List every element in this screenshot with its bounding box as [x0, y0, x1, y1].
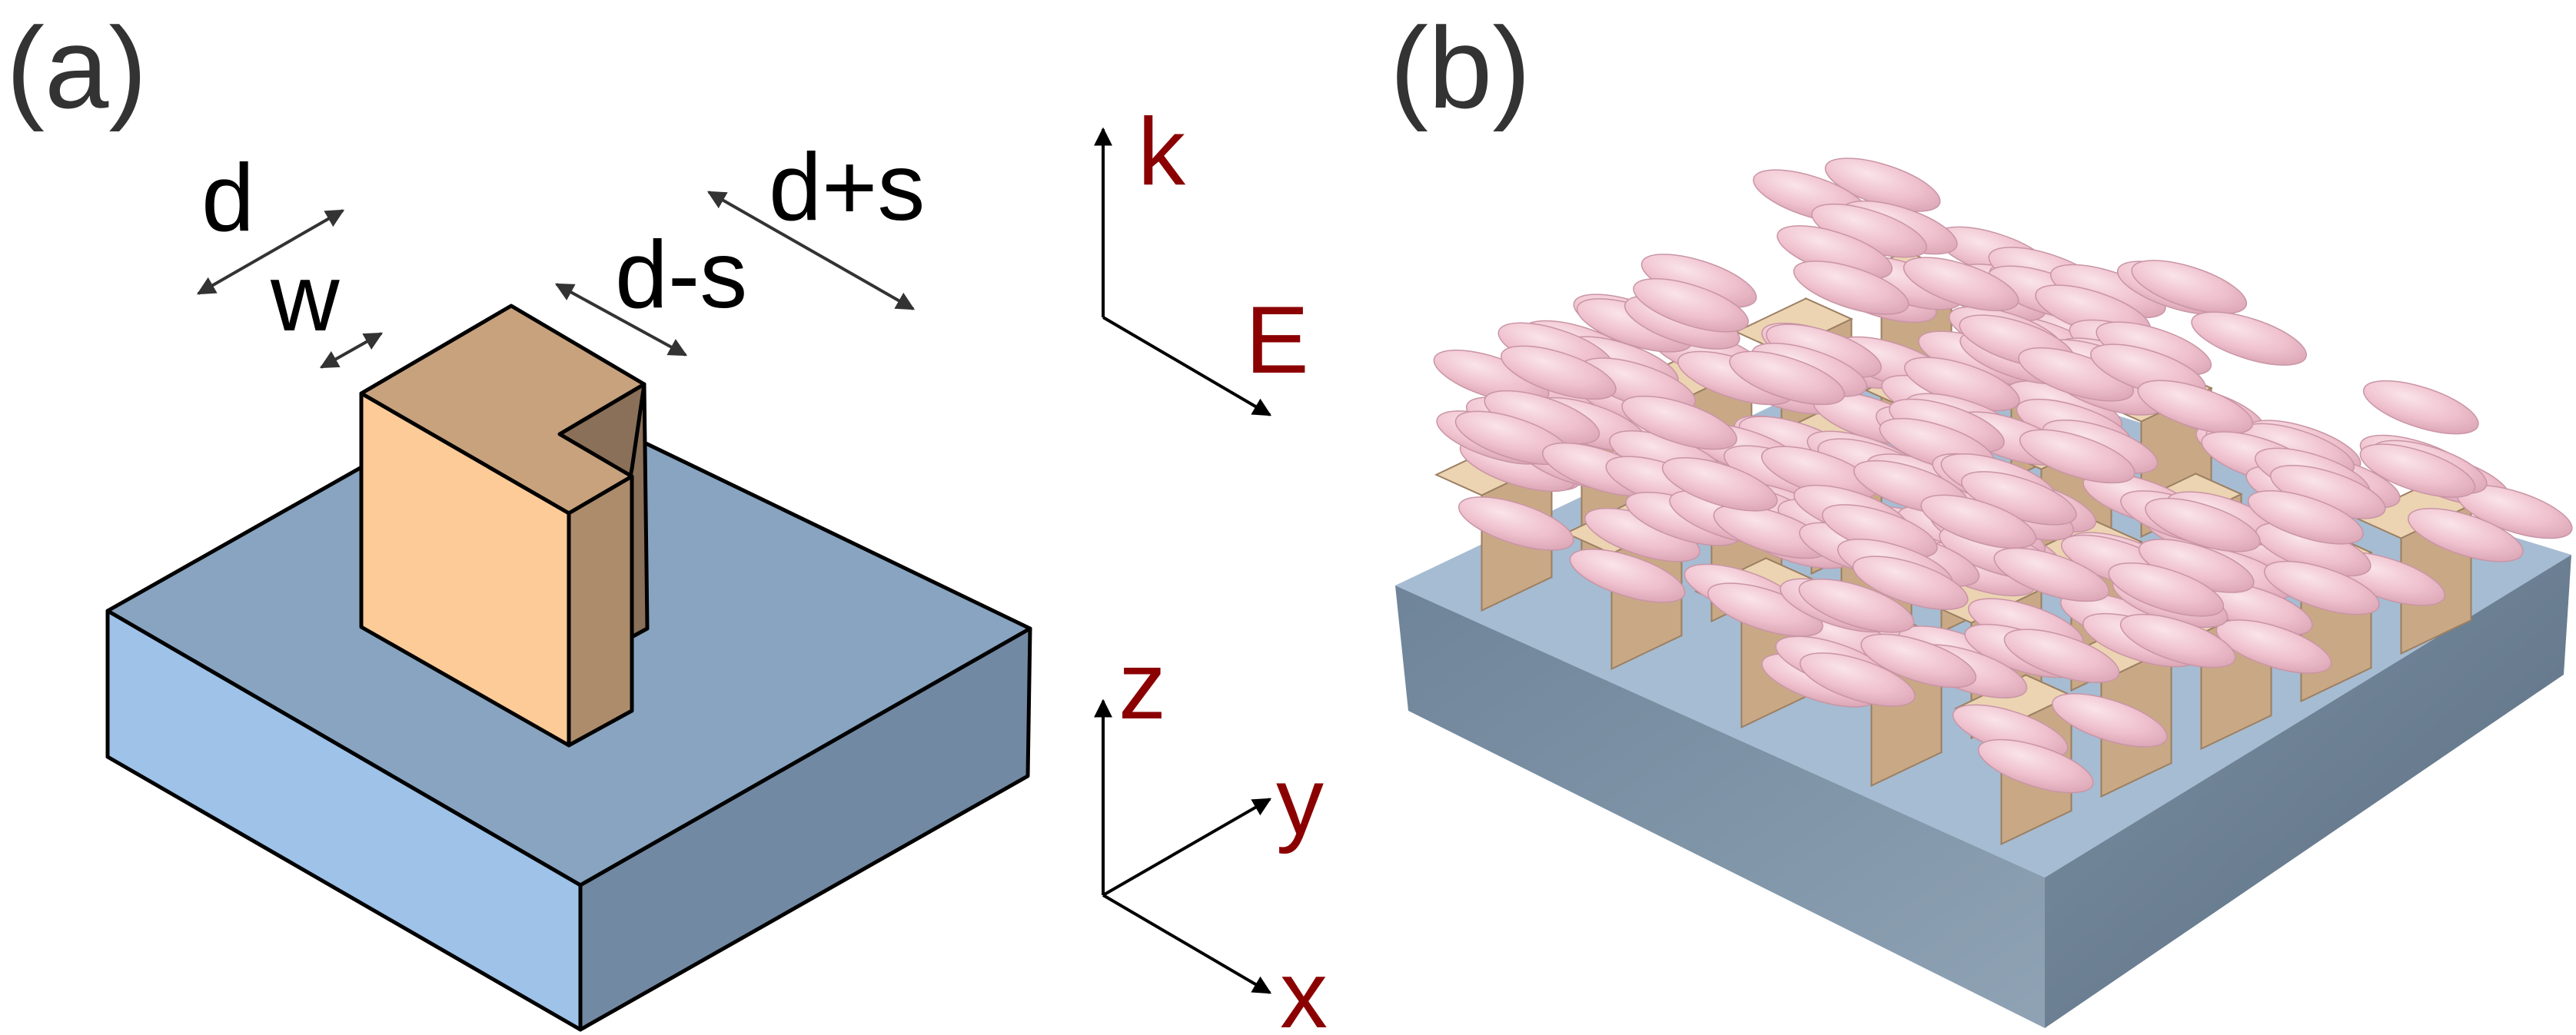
panel-a-label: (a): [6, 3, 147, 132]
liquid-crystal-molecule: [2215, 619, 2332, 674]
liquid-crystal-molecule: [1860, 633, 1977, 688]
liquid-crystal-molecule: [1569, 549, 1686, 603]
liquid-crystal-molecule: [1920, 494, 2037, 549]
substrate-b-left: [1395, 586, 2045, 1028]
substrate-b-right: [2045, 555, 2571, 1028]
d-plus-s-arrow: [706, 191, 916, 310]
liquid-crystal-molecule: [2263, 560, 2380, 615]
liquid-crystal-molecule: [1633, 278, 1749, 333]
liquid-crystal-molecule: [2052, 693, 2168, 748]
liquid-crystal-molecule: [2362, 380, 2479, 435]
liquid-crystal-molecule: [1977, 738, 2094, 794]
liquid-crystal-molecule: [1621, 395, 1737, 450]
w-arrow: [319, 332, 384, 369]
liquid-crystal-molecule: [1903, 257, 2019, 311]
panel-b-label: (b): [1390, 3, 1531, 132]
liquid-crystal-molecule: [2003, 629, 2120, 683]
d-minus-s-label: d-s: [615, 222, 747, 328]
e-label: E: [1245, 287, 1309, 393]
substrate-right-face: [578, 626, 1032, 1032]
liquid-crystal-molecule: [2018, 347, 2134, 402]
panel-b: (b): [1390, 3, 2573, 1028]
liquid-crystal-molecule: [1852, 556, 1969, 610]
d-plus-s-label: d+s: [769, 134, 925, 241]
z-label: z: [1118, 633, 1166, 739]
liquid-crystal-molecule: [1433, 350, 1550, 404]
y-label: y: [1276, 748, 1324, 854]
liquid-crystal-molecule: [1993, 547, 2110, 602]
liquid-crystal-molecule: [1661, 457, 1778, 512]
liquid-crystal-molecule: [1799, 652, 1916, 707]
liquid-crystal-molecule: [1707, 582, 1823, 637]
liquid-crystal-molecule: [2019, 429, 2136, 484]
dimension-arrows: [196, 191, 916, 369]
liquid-crystal-molecule: [1798, 579, 1915, 633]
liquid-crystal-molecule: [1458, 496, 1574, 551]
panel-a: (a) d w d-s d+s k: [6, 3, 1328, 1035]
liquid-crystal-layer: [1433, 158, 2573, 794]
liquid-crystal-molecule: [1501, 345, 1617, 400]
d-arrow: [196, 209, 345, 295]
liquid-crystal-molecule: [2145, 497, 2261, 552]
d-minus-s-arrow: [554, 283, 688, 357]
liquid-crystal-molecule: [2191, 311, 2307, 366]
block-side-face: [567, 474, 634, 748]
split-block: [359, 304, 650, 748]
liquid-crystal-molecule: [2137, 380, 2254, 435]
liquid-crystal-molecule: [2247, 490, 2364, 545]
x-label: x: [1280, 942, 1328, 1035]
x-axis-arrow: [1102, 894, 1272, 994]
coord-axes: [1094, 698, 1272, 994]
liquid-crystal-molecule: [1793, 260, 1910, 315]
y-axis-arrow: [1102, 798, 1272, 897]
d-label: d: [201, 145, 254, 251]
liquid-crystal-molecule: [2131, 260, 2248, 314]
e-axis-arrow: [1102, 316, 1272, 416]
k-label: k: [1138, 99, 1186, 205]
liquid-crystal-molecule: [2359, 443, 2476, 498]
liquid-crystal-molecule: [2407, 508, 2524, 562]
wave-axes: [1094, 127, 1272, 416]
liquid-crystal-molecule: [1729, 350, 1846, 406]
w-label: w: [270, 245, 340, 351]
liquid-crystal-molecule: [2108, 562, 2225, 617]
liquid-crystal-molecule: [2119, 613, 2236, 668]
